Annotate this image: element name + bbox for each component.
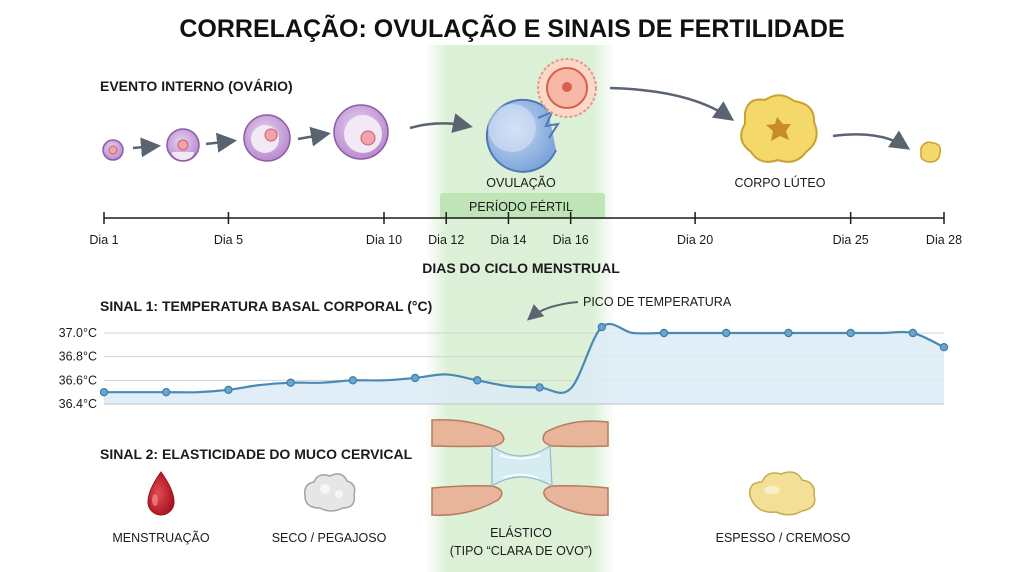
section-internal-title: EVENTO INTERNO (OVÁRIO) <box>100 78 293 94</box>
bbt-point <box>99 387 109 397</box>
bbt-point <box>784 328 793 338</box>
bbt-series-line <box>104 322 945 394</box>
corpus-albicans-icon <box>920 141 942 163</box>
mucus-dry-label: SECO / PEGAJOSO <box>272 531 387 545</box>
bbt-point <box>908 328 918 338</box>
bbt-ytick-label: 36.4°C <box>59 397 97 411</box>
arrow-icon <box>609 86 735 121</box>
fertile-period-label-bg <box>440 193 605 219</box>
ovulation-follicle-icon <box>485 98 561 173</box>
bbt-point <box>473 376 482 385</box>
fertile-period-label: PERÍODO FÉRTIL <box>469 199 573 214</box>
thick-mucus-icon <box>749 471 816 516</box>
ovulation-label: OVULAÇÃO <box>486 176 556 190</box>
timeline-tick-label: Dia 10 <box>366 233 402 247</box>
arrow-icon <box>205 132 237 153</box>
mucus-menstruation-label: MENSTRUAÇÃO <box>112 531 210 545</box>
mucus-thick-label: ESPESSO / CREMOSO <box>716 531 851 545</box>
bbt-point <box>410 373 420 383</box>
timeline-tick-label: Dia 14 <box>490 233 526 247</box>
timeline-ticks: Dia 1 Dia 5 Dia 10 Dia 12 Dia 14 Dia 16 Dia 20… <box>89 212 962 247</box>
timeline-tick-label: Dia 5 <box>214 233 243 247</box>
follicle-stage-3-icon <box>243 114 291 162</box>
bbt-point <box>224 385 233 394</box>
bbt-point <box>722 328 731 338</box>
timeline-tick-label: Dia 12 <box>428 233 464 247</box>
bbt-point <box>286 378 295 387</box>
timeline-tick-label: Dia 16 <box>553 233 589 247</box>
blood-drop-icon <box>147 471 175 516</box>
bbt-point <box>162 387 171 397</box>
arrow-icon <box>832 130 911 150</box>
bbt-ytick-label: 36.8°C <box>59 350 97 364</box>
bbt-point <box>348 376 358 385</box>
mucus-elastic-label: ELÁSTICO <box>490 525 552 540</box>
bbt-ytick-label: 36.6°C <box>59 373 97 387</box>
elastic-mucus-fingers-icon <box>431 419 609 516</box>
bbt-chart: 37.0°C 36.8°C 36.6°C 36.4°C <box>59 322 949 411</box>
temp-peak-arrow-icon <box>526 301 579 321</box>
bbt-point <box>659 328 669 338</box>
follicle-stage-4-icon <box>333 104 389 160</box>
section-signal2-title: SINAL 2: ELASTICIDADE DO MUCO CERVICAL <box>100 446 413 462</box>
timeline-tick-label: Dia 20 <box>677 233 713 247</box>
arrow-icon <box>132 137 161 158</box>
section-signal1-title: SINAL 1: TEMPERATURA BASAL CORPORAL (°C) <box>100 298 432 314</box>
arrow-icon <box>297 126 331 147</box>
follicle-stage-2-icon <box>166 128 200 162</box>
bbt-point <box>846 328 855 338</box>
page-title: CORRELAÇÃO: OVULAÇÃO E SINAIS DE FERTILI… <box>179 13 844 43</box>
bbt-point <box>597 322 606 332</box>
timeline-tick-label: Dia 1 <box>89 233 118 247</box>
bbt-point <box>939 343 949 352</box>
timeline-axis-title: DIAS DO CICLO MENSTRUAL <box>422 260 620 276</box>
follicle-stage-1-icon <box>102 139 124 161</box>
timeline-tick-label: Dia 28 <box>926 233 962 247</box>
released-egg-icon <box>537 58 597 118</box>
bbt-ytick-label: 37.0°C <box>59 326 97 340</box>
mucus-elastic-sub-label: (TIPO “CLARA DE OVO”) <box>450 544 592 558</box>
timeline-tick-label: Dia 25 <box>833 233 869 247</box>
temp-peak-label: PICO DE TEMPERATURA <box>583 295 732 309</box>
arrow-icon <box>409 113 473 133</box>
corpus-luteum-label: CORPO LÚTEO <box>735 175 826 190</box>
bbt-point <box>535 383 544 392</box>
dry-mucus-icon <box>303 473 356 512</box>
corpus-luteum-icon <box>740 94 818 163</box>
bbt-area <box>104 323 944 404</box>
